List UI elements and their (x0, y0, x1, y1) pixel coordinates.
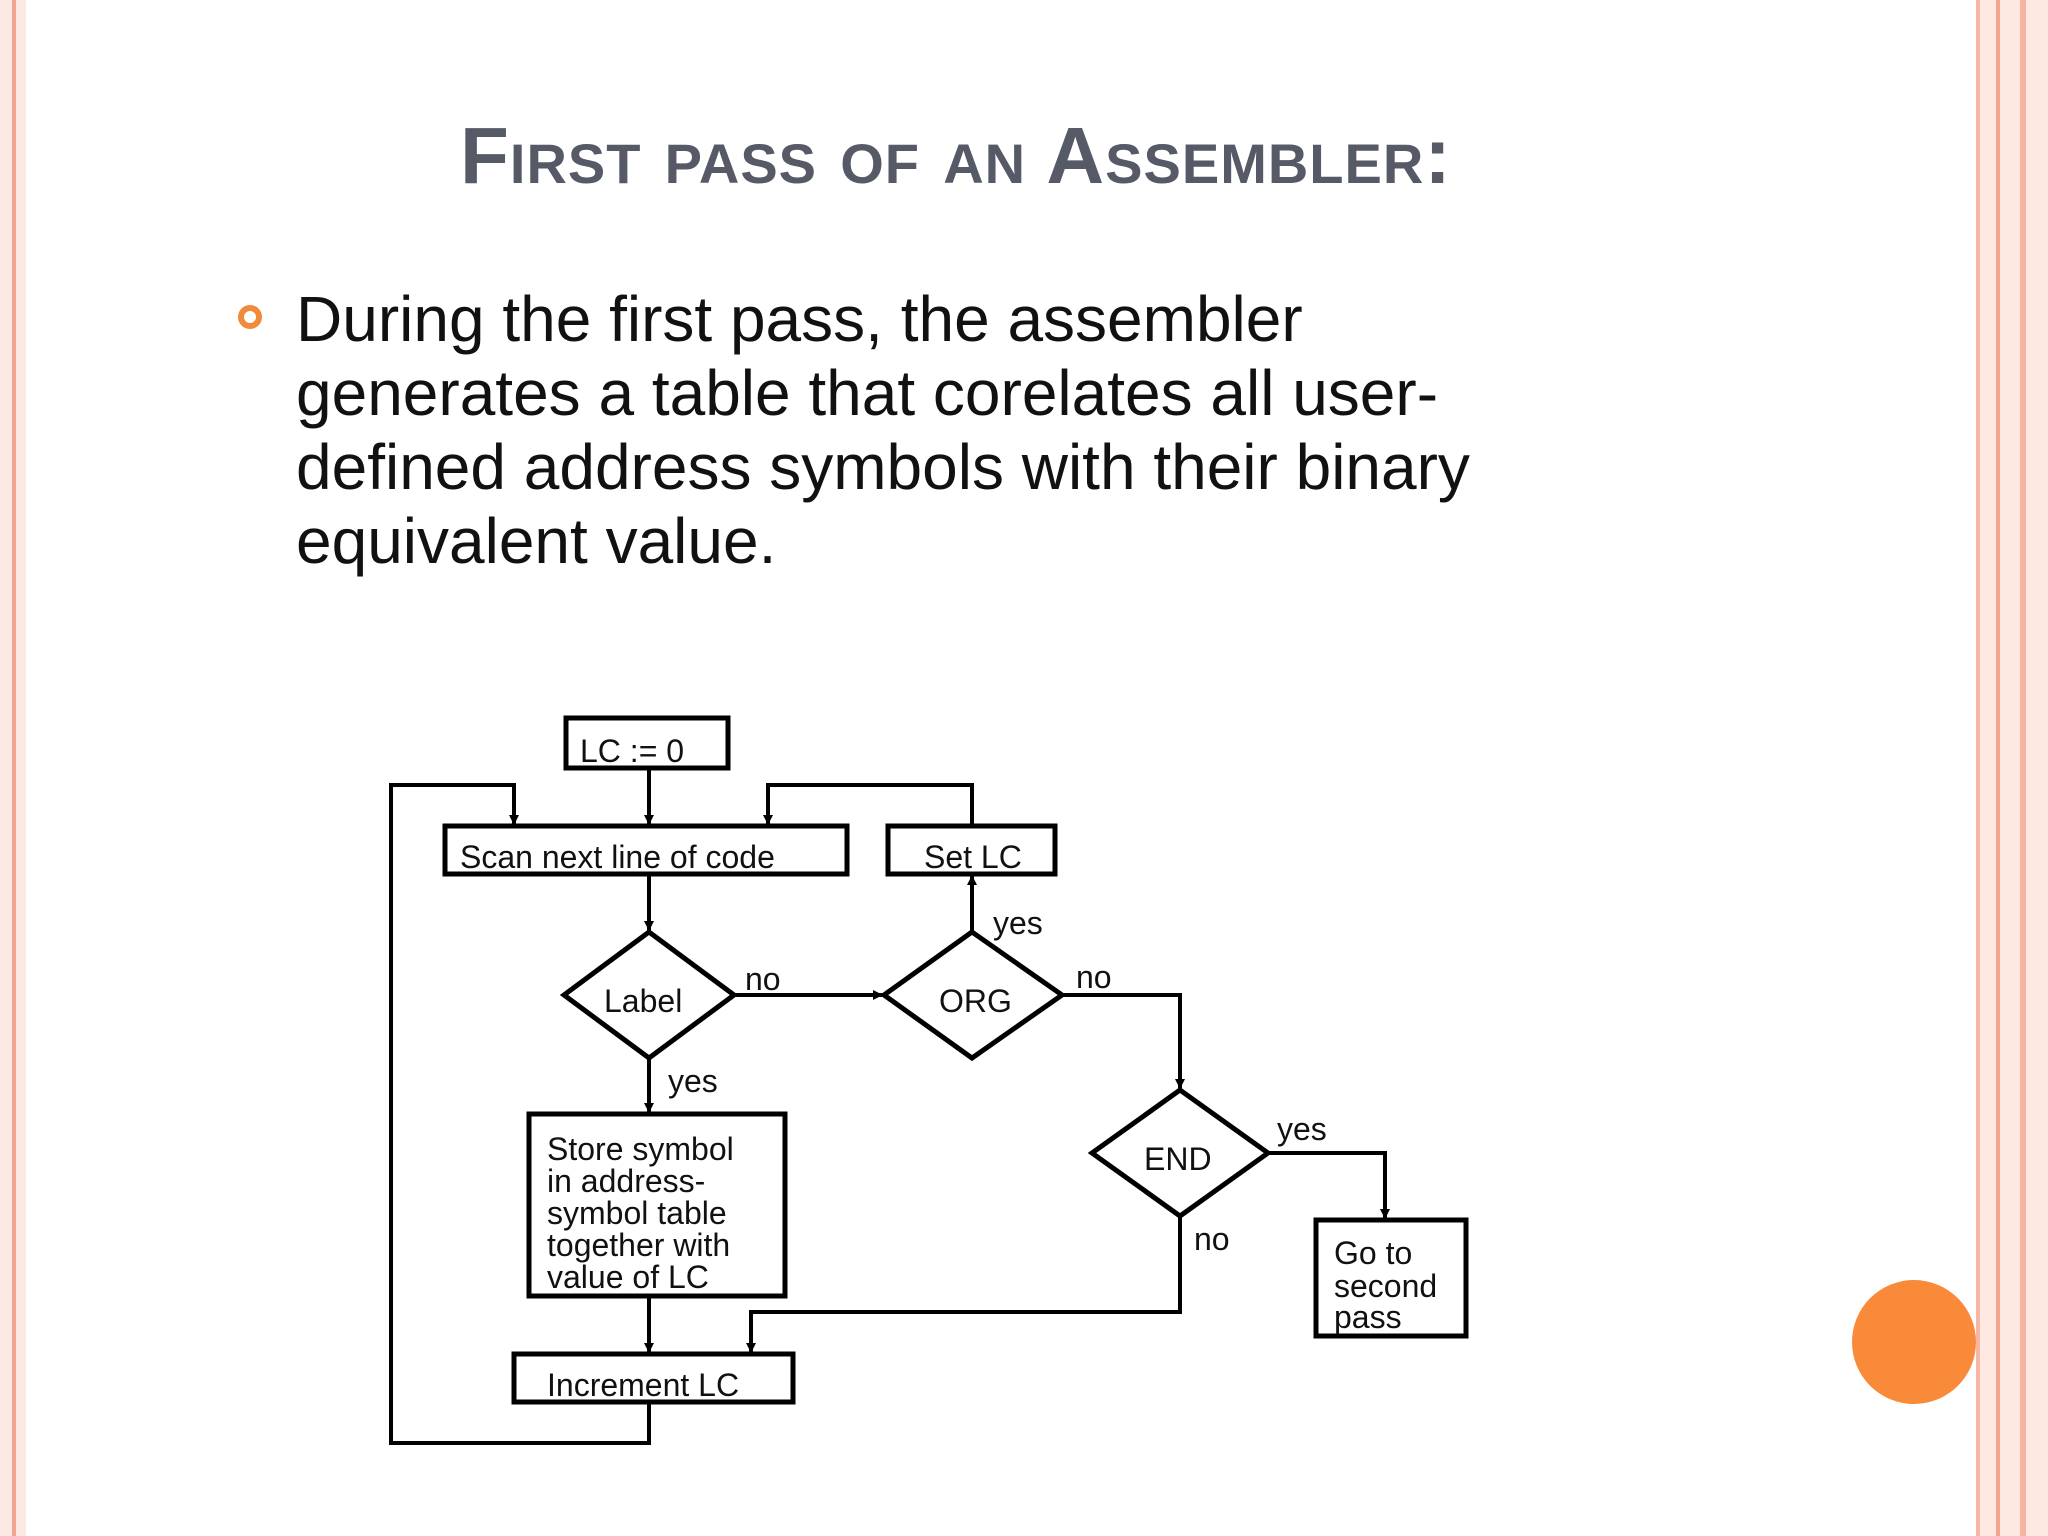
right-border-stripe (1976, 0, 2048, 1536)
left-border-stripe (0, 0, 26, 1536)
org-yes-text: yes (993, 905, 1043, 941)
bullet-ring-icon (238, 305, 262, 329)
store-line-4: together with (547, 1227, 730, 1263)
arrow-org-no-to-end (1062, 993, 1185, 1089)
scan-box (442, 823, 850, 877)
store-line-3: symbol table (547, 1195, 727, 1231)
label-no-text: no (745, 961, 781, 997)
second-pass-line-1: Go to (1334, 1235, 1412, 1271)
org-diamond (879, 928, 1067, 1062)
second-pass-box (1313, 1217, 1469, 1339)
label-decision-text: Label (604, 983, 682, 1019)
store-line-2: in address- (547, 1163, 705, 1199)
label-yes-text: yes (668, 1063, 718, 1099)
store-line-1: Store symbol (547, 1131, 734, 1167)
increment-text: Increment LC (547, 1367, 739, 1403)
org-decision-text: ORG (939, 983, 1012, 1019)
slide: First pass of an Assembler: During the f… (26, 0, 1976, 1536)
arrow-setlc-to-scan (763, 783, 974, 826)
arrow-increment-loop-to-scan (389, 783, 651, 1445)
slide-title-text: First pass of an Assembler: (460, 111, 1452, 200)
arrow-end-yes-to-second-pass (1268, 1151, 1390, 1219)
lc-init-text: LC := 0 (580, 733, 684, 769)
slide-title: First pass of an Assembler: (26, 110, 1886, 202)
bullet-text: During the first pass, the assembler gen… (296, 283, 1470, 577)
second-pass-line-2: second (1334, 1268, 1437, 1304)
end-no-text: no (1194, 1221, 1230, 1257)
scan-text: Scan next line of code (460, 839, 775, 875)
end-yes-text: yes (1277, 1111, 1327, 1147)
end-decision-text: END (1144, 1141, 1212, 1177)
store-line-5: value of LC (547, 1259, 709, 1295)
second-pass-line-3: pass (1334, 1299, 1402, 1335)
orange-circle (1852, 1280, 1976, 1404)
org-no-text: no (1076, 959, 1112, 995)
set-lc-text: Set LC (924, 839, 1022, 875)
increment-box (511, 1351, 796, 1405)
store-symbol-box (526, 1111, 788, 1299)
arrow-end-no-to-increment (746, 1216, 1182, 1353)
